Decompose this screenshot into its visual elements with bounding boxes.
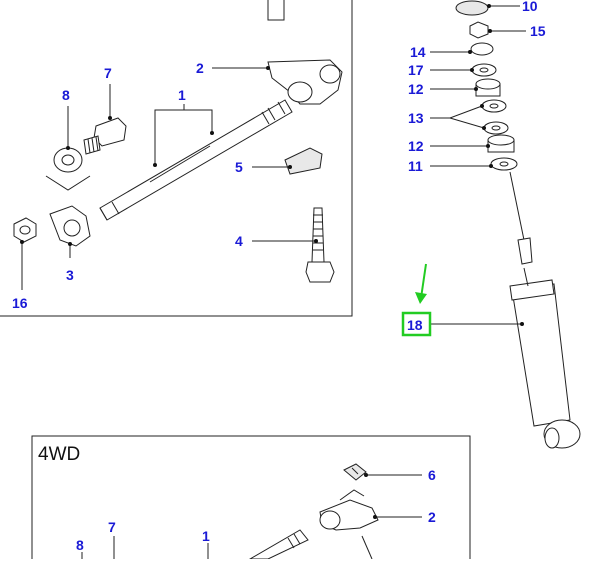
torsion-arm-upper [267,0,343,105]
pointer-arrow [420,263,427,299]
callout-15[interactable]: 15 [530,23,546,39]
callout-3[interactable]: 3 [66,267,74,283]
washer-8 [53,147,83,173]
shock-callouts: 10 15 14 17 12 13 12 11 18 [401,0,546,337]
torsion-bar-shaft [99,99,293,221]
callout-11[interactable]: 11 [408,158,423,174]
callout-7-lower[interactable]: 7 [108,519,116,535]
callout-18[interactable]: 18 [407,317,423,333]
callout-12-upper[interactable]: 12 [408,81,424,97]
callout-6[interactable]: 6 [428,467,436,483]
anchor-bracket [49,205,91,247]
callout-1[interactable]: 1 [178,87,186,103]
callout-5[interactable]: 5 [235,159,243,175]
upper-callouts: 1 2 3 4 5 7 8 16 [12,60,318,311]
callout-14[interactable]: 14 [410,44,426,60]
lower-4wd-frame: 4WD 6 2 7 8 1 [31,435,471,560]
shock-absorber-body [509,171,581,449]
callout-2[interactable]: 2 [196,60,204,76]
bolt-7 [83,117,127,155]
callout-8-lower[interactable]: 8 [76,537,84,553]
shock-hardware-stack [455,0,518,171]
adjuster-wedge [284,147,323,175]
upper-assembly-frame [0,0,353,317]
callout-7[interactable]: 7 [104,65,112,81]
pointer-arrow-head [415,292,427,304]
nut-16 [13,217,37,243]
callout-13[interactable]: 13 [408,110,424,126]
adjuster-bolt [305,207,335,283]
callout-1-lower[interactable]: 1 [202,528,210,544]
callout-10[interactable]: 10 [522,0,538,14]
callout-16[interactable]: 16 [12,295,28,311]
callout-12-lower[interactable]: 12 [408,138,424,154]
callout-2-lower[interactable]: 2 [428,509,436,525]
callout-8[interactable]: 8 [62,87,70,103]
callout-17[interactable]: 17 [408,62,424,78]
callout-4[interactable]: 4 [235,233,243,249]
section-label-4wd: 4WD [38,444,80,465]
callout-18-highlight [401,311,432,337]
